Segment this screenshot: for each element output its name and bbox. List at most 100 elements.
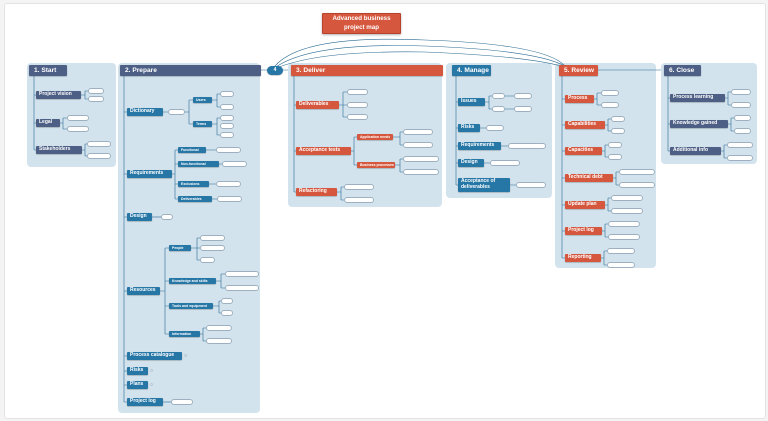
leaf-node[interactable] <box>601 102 619 108</box>
leaf-node[interactable] <box>220 91 234 97</box>
leaf-node[interactable] <box>734 128 751 134</box>
prepare-item-dictionary[interactable]: Dictionary <box>127 108 163 116</box>
review-item-update-plan[interactable]: Update plan <box>565 201 605 209</box>
close-item-process-learning[interactable]: Process learning <box>670 94 725 102</box>
requirement-type-deliverables[interactable]: Deliverables <box>178 196 212 202</box>
map-title[interactable]: Advanced business project map <box>322 13 401 34</box>
review-item-process[interactable]: Process <box>565 95 594 103</box>
deliver-item-acceptance-tests[interactable]: Acceptance tests <box>296 147 351 155</box>
requirement-type-exclusions[interactable]: Exclusions <box>178 181 209 187</box>
leaf-node[interactable] <box>216 147 241 153</box>
leaf-node[interactable] <box>508 143 546 149</box>
leaf-node[interactable] <box>492 93 505 99</box>
prepare-item-project-log[interactable]: Project log <box>127 398 163 406</box>
manage-item-requirements[interactable]: Requirements <box>458 142 501 150</box>
prepare-item-plans[interactable]: Plans <box>127 381 148 389</box>
resource-type-information[interactable]: Information <box>169 331 200 337</box>
leaf-node[interactable] <box>206 338 232 344</box>
test-type-application-needs[interactable]: Application needs <box>357 134 393 140</box>
deliver-item-deliverables[interactable]: Deliverables <box>296 101 339 109</box>
manage-item-issues[interactable]: Issues <box>458 98 485 106</box>
manage-item-risks[interactable]: Risks <box>458 124 480 132</box>
leaf-node[interactable] <box>601 90 619 96</box>
prepare-item-resources[interactable]: Resources <box>127 287 160 295</box>
leaf-node[interactable] <box>734 115 751 121</box>
review-item-project-log[interactable]: Project log <box>565 227 602 235</box>
leaf-node[interactable] <box>607 248 635 254</box>
leaf-node[interactable] <box>516 182 546 188</box>
leaf-node[interactable] <box>347 114 368 120</box>
review-heading[interactable]: 5. Review <box>559 65 598 76</box>
leaf-node[interactable] <box>88 88 104 94</box>
test-type-business-processes[interactable]: Business processes <box>357 162 395 168</box>
close-item-additional-info[interactable]: Additional info <box>670 147 721 155</box>
leaf-node[interactable] <box>344 197 374 203</box>
leaf-node[interactable] <box>200 245 225 251</box>
review-item-reporting[interactable]: Reporting <box>565 254 601 262</box>
leaf-node[interactable] <box>403 129 433 135</box>
leaf-node[interactable] <box>727 155 753 161</box>
review-item-technical-debt[interactable]: Technical debt <box>565 174 613 182</box>
leaf-node[interactable] <box>88 96 104 102</box>
link-icon[interactable]: ○ <box>184 353 188 359</box>
leaf-node[interactable] <box>611 208 643 214</box>
review-item-capabilities[interactable]: Capabilities <box>565 121 605 129</box>
prepare-heading[interactable]: 2. Prepare <box>120 65 261 76</box>
leaf-node[interactable] <box>87 141 111 147</box>
manage-item-design[interactable]: Design <box>458 159 484 167</box>
leaf-node[interactable] <box>347 89 368 95</box>
leaf-node[interactable] <box>225 271 259 277</box>
manage-item-acceptance-of-deliverables[interactable]: Acceptance of deliverables <box>458 178 510 192</box>
leaf-node[interactable] <box>67 115 89 121</box>
leaf-node[interactable] <box>220 115 234 121</box>
leaf-node[interactable] <box>611 116 625 122</box>
close-heading[interactable]: 6. Close <box>664 65 701 76</box>
resource-type-tools-and-equipment[interactable]: Tools and equipment <box>169 303 213 309</box>
leaf-node[interactable] <box>168 109 185 115</box>
prepare-item-risks[interactable]: Risks <box>127 367 148 375</box>
deliver-item-refactoring[interactable]: Refactoring <box>296 188 337 196</box>
leaf-node[interactable] <box>87 153 111 159</box>
leaf-node[interactable] <box>221 298 233 304</box>
requirement-type-non-functional[interactable]: Non-functional <box>178 161 219 167</box>
resource-type-knowledge-and-skills[interactable]: Knowledge and skills <box>169 278 216 284</box>
leaf-node[interactable] <box>225 285 259 291</box>
resource-type-people[interactable]: People <box>169 245 191 251</box>
leaf-node[interactable] <box>403 169 439 175</box>
leaf-node[interactable] <box>490 160 520 166</box>
leaf-node[interactable] <box>611 128 625 134</box>
close-item-knowledge-gained[interactable]: Knowledge gained <box>670 120 728 128</box>
requirement-type-functional[interactable]: Functional <box>178 147 206 153</box>
dictionary-child-users[interactable]: Users <box>193 97 212 103</box>
leaf-node[interactable] <box>486 125 504 131</box>
link-icon[interactable]: ○ <box>150 368 154 374</box>
leaf-node[interactable] <box>619 169 655 175</box>
prepare-item-process-catalogue[interactable]: Process catalogue <box>127 352 182 360</box>
leaf-node[interactable] <box>731 102 751 108</box>
leaf-node[interactable] <box>347 102 368 108</box>
leaf-node[interactable] <box>731 89 751 95</box>
leaf-node[interactable] <box>344 184 374 190</box>
review-item-capacities[interactable]: Capacities <box>565 147 602 155</box>
leaf-node[interactable] <box>608 154 622 160</box>
leaf-node[interactable] <box>222 161 247 167</box>
leaf-node[interactable] <box>67 126 89 132</box>
leaf-node[interactable] <box>206 325 232 331</box>
leaf-node[interactable] <box>217 196 242 202</box>
leaf-node[interactable] <box>161 214 173 220</box>
manage-heading[interactable]: 4. Manage <box>452 65 491 76</box>
leaf-node[interactable] <box>611 195 643 201</box>
leaf-node[interactable] <box>492 106 505 112</box>
prepare-item-requirements[interactable]: Requirements <box>127 170 172 178</box>
link-icon[interactable]: ○ <box>150 382 154 388</box>
start-item-project-vision[interactable]: Project vision <box>36 91 81 99</box>
leaf-node[interactable] <box>727 142 753 148</box>
leaf-node[interactable] <box>514 93 532 99</box>
leaf-node[interactable] <box>220 104 234 110</box>
leaf-node[interactable] <box>403 142 433 148</box>
leaf-node[interactable] <box>200 235 225 241</box>
leaf-node[interactable] <box>608 142 622 148</box>
leaf-node[interactable] <box>220 132 234 138</box>
leaf-node[interactable] <box>221 310 233 316</box>
leaf-node[interactable] <box>171 399 193 405</box>
